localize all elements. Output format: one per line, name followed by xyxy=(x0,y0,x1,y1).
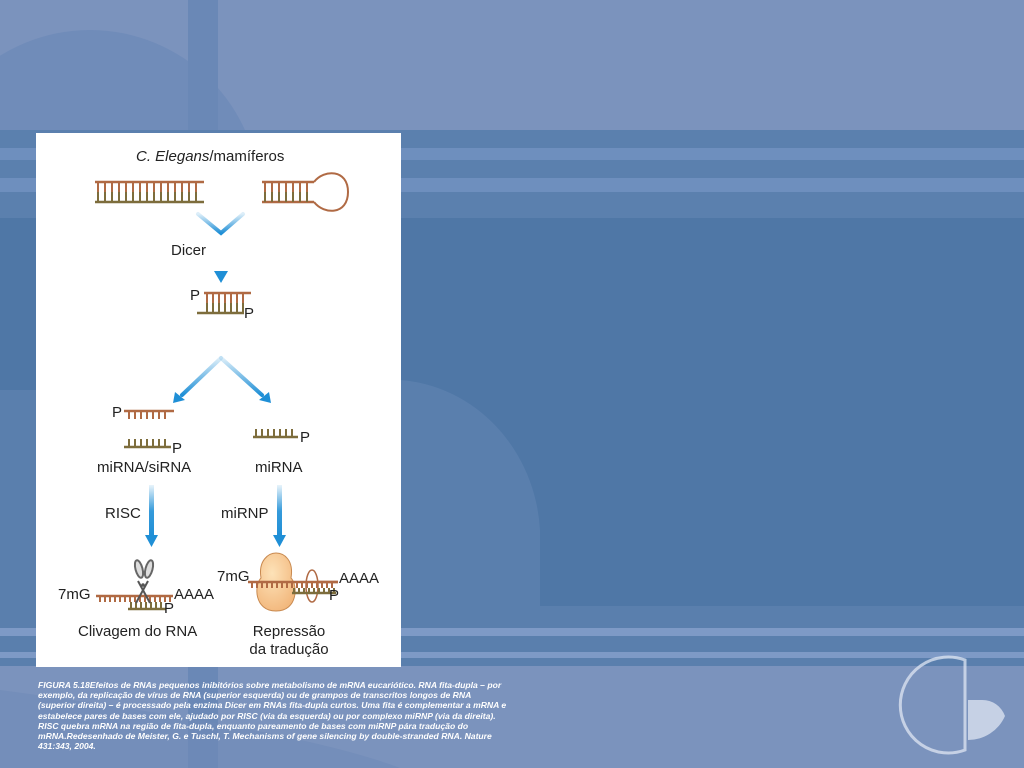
mirnp-complex xyxy=(248,552,338,612)
polya-label-left: AAAA xyxy=(174,586,215,603)
p-label-cleavage: P xyxy=(164,600,175,617)
repression-label-line1: Repressão xyxy=(252,623,326,640)
title-mammals: /mamíferos xyxy=(209,148,285,165)
risc-label: RISC xyxy=(105,505,141,522)
dicer-label: Dicer xyxy=(171,242,207,259)
diagram-title: C. Elegans/mamíferos xyxy=(136,148,284,165)
p-label-dsrna-top: P xyxy=(190,287,201,304)
p-label-sirna-bottom: P xyxy=(172,440,183,457)
diagram-panel: C. Elegans/mamíferos Dicer P P P P P miR… xyxy=(36,133,401,667)
cap-label-right: 7mG xyxy=(217,568,250,585)
scissors-icon xyxy=(133,559,155,604)
p-label-dsrna-bottom: P xyxy=(244,305,255,322)
dsrna-long xyxy=(95,180,204,204)
mirna-sirna-label: miRNA/siRNA xyxy=(97,459,192,476)
mirnp-label: miRNP xyxy=(221,505,269,522)
split-arrow xyxy=(180,324,264,397)
p-label-repression: P xyxy=(329,587,340,604)
title-organism: C. Elegans xyxy=(136,148,210,165)
short-dsrna xyxy=(197,291,251,315)
risc-arrow xyxy=(149,485,154,537)
figure-caption: FIGURA 5.18Efeitos de RNAs pequenos inib… xyxy=(38,680,507,752)
cleavage-label: Clivagem do RNA xyxy=(78,623,198,640)
p-label-sirna-top: P xyxy=(112,404,123,421)
cap-label-left: 7mG xyxy=(58,586,91,603)
sirna-strands xyxy=(124,409,174,449)
polya-label-right: AAAA xyxy=(339,570,380,587)
mirna-strand xyxy=(253,429,298,439)
dicer-arrow xyxy=(196,212,245,275)
repression-label-line2: da tradução xyxy=(249,641,329,658)
mirna-label: miRNA xyxy=(255,459,303,476)
logo-icon xyxy=(898,655,1005,755)
p-label-mirna: P xyxy=(300,429,311,446)
mirnp-arrow xyxy=(277,485,282,537)
hairpin-rna xyxy=(262,172,350,212)
cleavage-mrna xyxy=(96,594,173,611)
rnai-diagram xyxy=(95,172,350,612)
